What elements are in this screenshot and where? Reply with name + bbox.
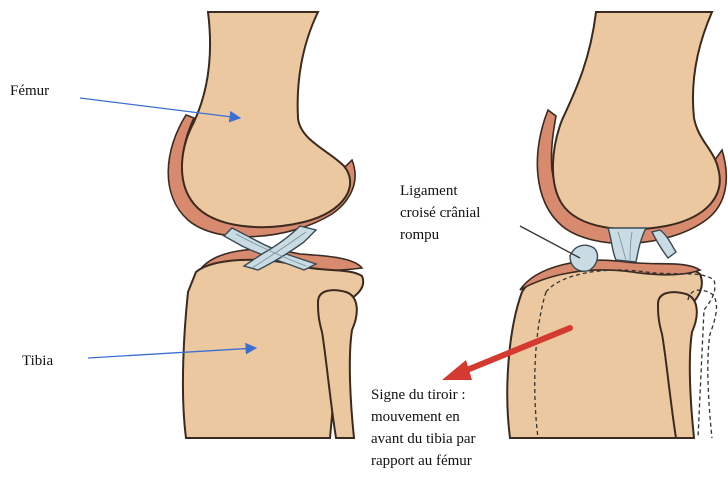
ligament-label-line3: rompu [400, 224, 439, 246]
ruptured-ligament-stump-front [570, 245, 597, 271]
drawer-sign-label-line1: Signe du tiroir : [371, 384, 466, 406]
ligament-label-line1: Ligament [400, 180, 457, 202]
ruptured-knee [442, 12, 726, 438]
tibia-label: Tibia [22, 350, 53, 372]
ruptured-ligament-stump-upper [608, 228, 646, 262]
femur-right [553, 12, 720, 229]
ligament-label-line2: croisé crânial [400, 202, 480, 224]
femur-label: Fémur [10, 80, 49, 102]
drawer-sign-label-line3: avant du tibia par [371, 428, 476, 450]
drawer-arrow-head [442, 360, 472, 380]
femur-left [182, 12, 350, 227]
intact-knee [168, 12, 363, 438]
drawer-sign-label-line2: mouvement en [371, 406, 460, 428]
drawer-sign-label-line4: rapport au fémur [371, 450, 472, 472]
